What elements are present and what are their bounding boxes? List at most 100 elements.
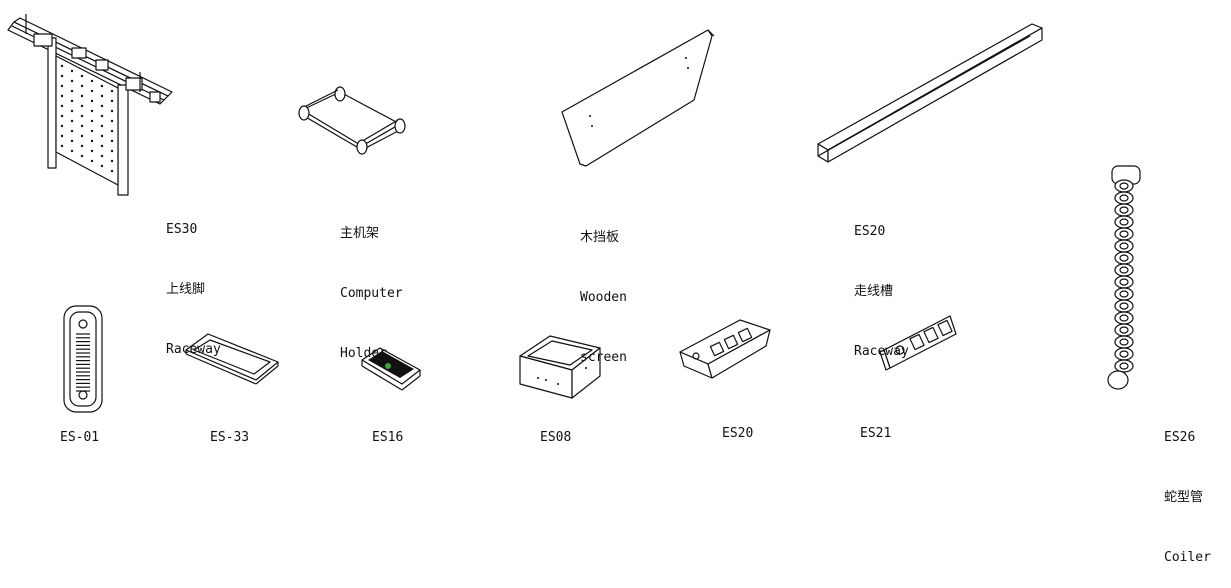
perforation-hole [100,164,104,168]
perforation-hole [60,134,64,138]
perforation-hole [60,124,64,128]
perforation-hole [100,114,104,118]
computer-holder-drawing [298,86,406,155]
perforation-hole [80,104,84,108]
perforation-hole [110,169,114,173]
perforation-hole [90,139,94,143]
coiler-link-hole [1119,206,1129,214]
coiler-link [1114,335,1134,349]
coiler-link [1114,275,1134,289]
coiler-link-hole [1119,362,1129,370]
coiler-link-hole [1119,182,1129,190]
coiler-link [1114,263,1134,277]
coiler-link [1114,311,1134,325]
label-es26-code: ES26 [1164,430,1196,445]
perforation-hole [90,129,94,133]
label-es-01: ES-01 [60,430,100,445]
es-01-grommet-drawing [63,305,103,413]
es20-raceway-channel-drawing [817,23,1043,163]
perforation-hole [110,99,114,103]
coiler-link-hole [1119,350,1129,358]
coiler-link [1114,191,1134,205]
coiler-link-hole [1119,194,1129,202]
coiler-link [1114,239,1134,253]
perforation-hole [60,94,64,98]
perforation-hole [90,119,94,123]
perforation-hole [110,149,114,153]
perforation-hole [70,139,74,143]
label-es30-cn: 上线脚 [166,282,206,297]
coiler-link [1114,287,1134,301]
es16-socket-drawing [361,347,421,391]
coiler-link-hole [1119,338,1129,346]
coiler-link [1114,359,1134,373]
perforation-hole [80,124,84,128]
label-es20-raceway-code: ES20 [854,224,886,239]
perforation-hole [90,89,94,93]
perforation-hole [80,144,84,148]
perforation-hole [60,114,64,118]
coiler-link-hole [1119,266,1129,274]
coiler-link [1114,347,1134,361]
perforation-hole [100,84,104,88]
perforation-hole [70,79,74,83]
product-catalog-drawing [7,14,1141,413]
label-wooden-screen-cn: 木挡板 [580,230,620,245]
coiler-link-hole [1119,218,1129,226]
perforation-hole [90,149,94,153]
coiler-link-hole [1119,254,1129,262]
label-es26-cn: 蛇型管 [1164,490,1204,505]
coiler-link [1114,299,1134,313]
coiler-link [1114,227,1134,241]
perforation-hole [70,89,74,93]
coiler-link [1114,323,1134,337]
label-computer-holder-cn: 主机架 [340,226,380,241]
perforation-hole [100,104,104,108]
coiler-link-hole [1119,314,1129,322]
label-es30-code: ES30 [166,222,198,237]
coiler-link [1114,251,1134,265]
label-computer-holder-en-1: Computer [340,286,403,301]
label-computer-holder-en-2: Holder [340,346,387,361]
label-es30-en: Raceway [166,342,221,357]
perforation-hole [90,79,94,83]
es21-socket-drawing [879,315,957,371]
perforation-hole [60,64,64,68]
label-wooden-screen-en-1: Wooden [580,290,627,305]
label-computer-holder: 主机架 Computer Holder [340,184,403,384]
perforation-hole [70,149,74,153]
perforation-hole [90,159,94,163]
coiler-link-hole [1119,230,1129,238]
label-es20-raceway: ES20 走线槽 Raceway [854,182,909,382]
coiler-link [1114,203,1134,217]
perforation-hole [100,144,104,148]
perforation-hole [70,69,74,73]
perforation-hole [70,99,74,103]
perforation-hole [60,74,64,78]
coiler-link [1114,179,1134,193]
perforation-hole [100,154,104,158]
label-es20-raceway-cn: 走线槽 [854,284,894,299]
perforation-hole [80,134,84,138]
perforation-hole [90,109,94,113]
label-es26-coiler: ES26 蛇型管 Coiler [1164,388,1211,588]
label-es20-socket: ES20 [722,426,754,441]
perforation-hole [80,74,84,78]
wooden-screen-drawing [561,29,715,167]
label-es26-en: Coiler [1164,550,1211,565]
perforation-hole [110,109,114,113]
label-es30: ES30 上线脚 Raceway [166,180,221,380]
es26-coiler-drawing [1107,165,1141,390]
label-wooden-screen: 木挡板 Wooden screen [580,188,627,388]
perforation-hole [110,129,114,133]
perforation-hole [60,104,64,108]
coiler-link-hole [1119,326,1129,334]
perforation-hole [80,94,84,98]
es30-raceway-drawing [7,14,173,196]
label-es16: ES16 [372,430,404,445]
perforation-hole [90,99,94,103]
perforation-hole [70,129,74,133]
perforation-hole [110,119,114,123]
es08-box-drawing [519,335,601,399]
perforation-hole [80,114,84,118]
